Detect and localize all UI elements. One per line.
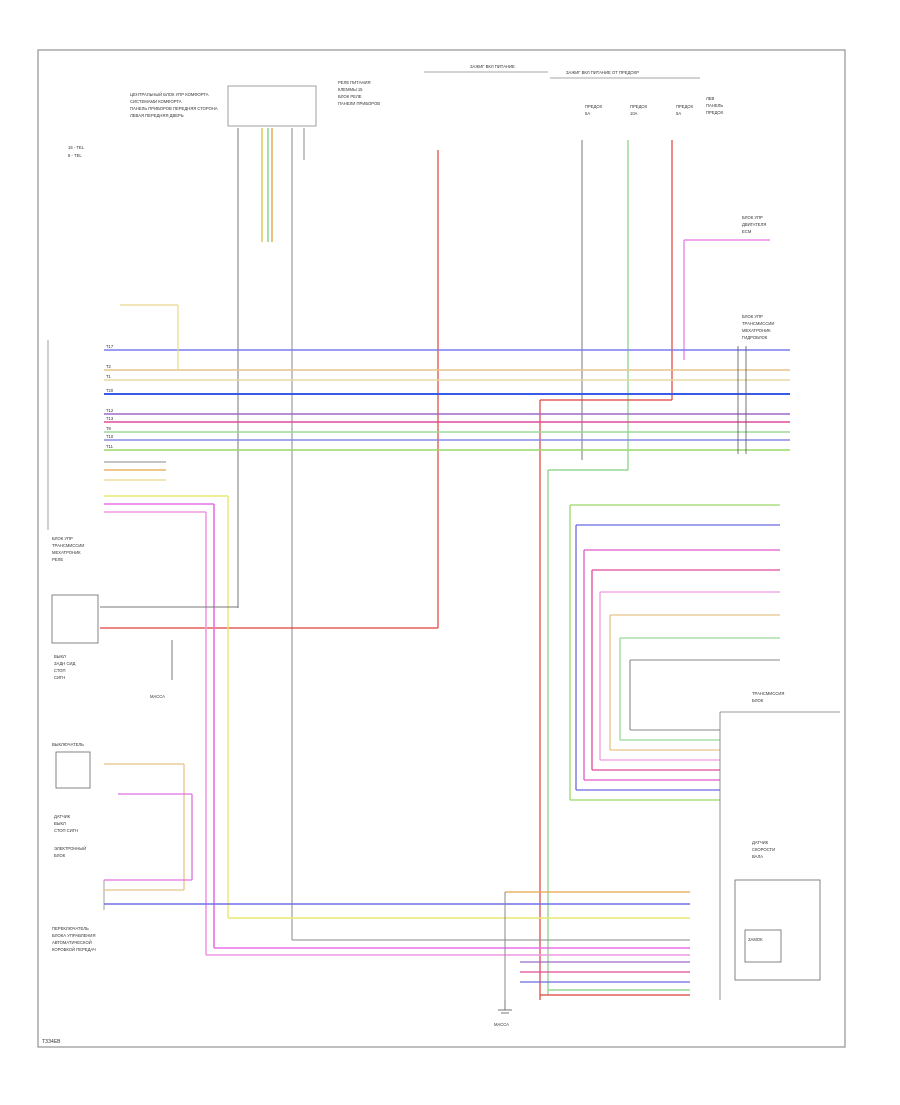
svg-text:ВЫКЛЮЧАТЕЛЬ: ВЫКЛЮЧАТЕЛЬ [52,742,84,747]
fuse-block-label-2: ПАНЕЛЬ [706,103,723,108]
rtm-2: ДВИГАТЕЛЯ [742,222,766,227]
lm-4: РЕЛЕ [52,557,63,562]
top-component-box [227,85,317,127]
svg-text:ДАТЧИК: ДАТЧИК [752,840,769,845]
ground-label-bottom: МАССА [494,1022,509,1027]
svg-text:T8: T8 [106,426,112,431]
svg-text:СИГН: СИГН [54,675,65,680]
legend-item-2: 8 - ТЕL [68,153,82,158]
svg-text:ПЕРЕКЛЮЧАТЕЛЬ: ПЕРЕКЛЮЧАТЕЛЬ [52,926,89,931]
fuse-block-label-1: ЛЕВ [706,96,715,101]
right-mid-module-label: БЛОК УПР ТРАНСМИССИИ МЕХАТРОНИК ГИДРОБЛО… [742,314,774,340]
rmm-1: БЛОК УПР [742,314,763,319]
selector-switch-inner [744,929,782,963]
svg-text:АВТОМАТИЧЕСКОЙ: АВТОМАТИЧЕСКОЙ [52,940,92,945]
lm-3: МЕХАТРОНИК [52,550,81,555]
top-label-line1: ЦЕНТРАЛЬНЫЙ БЛОК УПР КОМФОРТА [130,92,209,97]
legend-item-1: 15 - ТЕL [68,145,85,150]
svg-text:ВЫКЛ: ВЫКЛ [54,821,66,826]
tx-box-label: ТРАНСМИССИЯ БЛОК ДАТЧИК СКОРОСТИ ВАЛА [752,691,784,859]
svg-text:ЗАДН СИД: ЗАДН СИД [54,661,76,666]
rmm-4: ГИДРОБЛОК [742,335,768,340]
top-mid-3: БЛОК РЕЛЕ [338,94,362,99]
top-mid-4: ПАНЕЛИ ПРИБОРОВ [338,101,380,106]
left-middle-component-box [51,594,99,644]
fuse-label-3b: 5А [676,111,681,116]
rtm-3: ECM [742,229,752,234]
top-label-line3: ПАНЕЛЬ ПРИБОРОВ ПЕРЕДНЯЯ СТОРОНА [130,106,218,111]
svg-text:T1: T1 [106,374,112,379]
rmm-2: ТРАНСМИССИИ [742,321,774,326]
svg-text:СТОП СИГН: СТОП СИГН [54,828,78,833]
svg-text:T17: T17 [106,344,114,349]
left-bottom-module-label: ПЕРЕКЛЮЧАТЕЛЬ БЛОКА УПРАВЛЕНИЯ АВТОМАТИЧ… [52,926,96,952]
top-component-label: ЦЕНТРАЛЬНЫЙ БЛОК УПР КОМФОРТА СИСТЕМАМИ … [130,92,218,118]
svg-text:T10: T10 [106,434,114,439]
diagram-border [37,49,846,1048]
fuse-label-3: ПРЕДОХ [676,104,694,109]
top-middle-labels: РЕЛЕ ПИТАНИЯ КЛЕММЫ 15 БЛОК РЕЛЕ ПАНЕЛИ … [338,80,380,106]
bus-mid-label: ЗАЖИГ ВКЛ ПИТАНИЕ [470,64,515,69]
brake-switch-box [55,751,91,789]
svg-text:T13: T13 [106,416,114,421]
rmm-3: МЕХАТРОНИК [742,328,771,333]
bus-right-label: ЗАЖИГ ВКЛ ПИТАНИЕ ОТ ПРЕДОХР [566,70,639,75]
top-mid-2: КЛЕММЫ 15 [338,87,363,92]
svg-text:ВЫКЛ: ВЫКЛ [54,654,66,659]
svg-text:БЛОКА УПРАВЛЕНИЯ: БЛОКА УПРАВЛЕНИЯ [52,933,95,938]
fuse-block-label-3: ПРЕДОХ [706,110,724,115]
svg-text:БЛОК: БЛОК [752,698,764,703]
left-pin-labels: T17 T2 T1 T20 T12 T13 T8 T10 T11 [106,344,114,449]
fuse-label-1: ПРЕДОХ [585,104,603,109]
fuse-label-2: ПРЕДОХ [630,104,648,109]
svg-text:T2: T2 [106,364,112,369]
svg-text:T11: T11 [106,444,114,449]
right-top-module-label: БЛОК УПР ДВИГАТЕЛЯ ECM [742,215,766,234]
svg-text:T12: T12 [106,408,114,413]
top-mid-1: РЕЛЕ ПИТАНИЯ [338,80,371,85]
top-label-line4: ЛЕВАЯ ПЕРЕДНЯЯ ДВЕРЬ [130,113,184,118]
rtm-1: БЛОК УПР [742,215,763,220]
svg-text:T20: T20 [106,388,114,393]
top-label-line2: СИСТЕМАМИ КОМФОРТА [130,99,182,104]
svg-text:БЛОК: БЛОК [54,853,66,858]
svg-text:СТОП: СТОП [54,668,66,673]
selector-switch-box [734,879,821,981]
svg-text:ДАТЧИК: ДАТЧИК [54,814,71,819]
fuse-label-2b: 10А [630,111,638,116]
svg-text:ТРАНСМИССИЯ: ТРАНСМИССИЯ [752,691,784,696]
ground-bottom [498,1000,512,1014]
right-connector-ticks [737,346,747,454]
svg-text:ЗАМОК: ЗАМОК [748,937,763,942]
svg-text:КОРОБКОЙ ПЕРЕДАЧ: КОРОБКОЙ ПЕРЕДАЧ [52,947,96,952]
fuse-labels: ПРЕДОХ 5А ПРЕДОХ 10А ПРЕДОХ 5А ЛЕВ ПАНЕЛ… [585,96,724,116]
svg-text:СКОРОСТИ: СКОРОСТИ [752,847,775,852]
fuse-label-1b: 5А [585,111,590,116]
legend: 15 - ТЕL 8 - ТЕL [68,145,85,158]
left-middle-component-label: ВЫКЛ ЗАДН СИД СТОП СИГН [54,654,76,680]
ground-label-left: МАССА [150,694,165,699]
footer-id: ТЗЗ4ЕВ [42,1039,61,1045]
svg-text:ВАЛА: ВАЛА [752,854,763,859]
svg-text:ЭЛЕКТРОННЫЙ: ЭЛЕКТРОННЫЙ [54,846,86,851]
left-module-label: БЛОК УПР ТРАНСМИССИИ МЕХАТРОНИК РЕЛЕ [52,536,84,562]
tx-bus-horizontals [570,729,720,801]
lm-2: ТРАНСМИССИИ [52,543,84,548]
lm-1: БЛОК УПР [52,536,73,541]
